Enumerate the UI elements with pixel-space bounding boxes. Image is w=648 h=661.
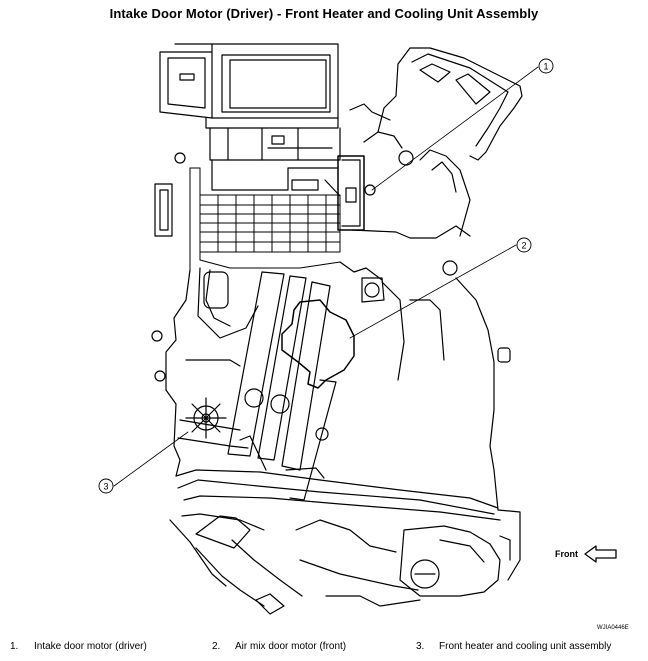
callout-2-number: 2 bbox=[521, 241, 526, 251]
callout-leaders bbox=[113, 66, 539, 487]
legend-number: 1. bbox=[10, 641, 19, 652]
legend-text: Air mix door motor (front) bbox=[235, 641, 347, 652]
lower-section bbox=[169, 469, 511, 615]
left-housing bbox=[151, 267, 259, 477]
front-direction-label: Front bbox=[555, 549, 578, 559]
legend-number: 2. bbox=[212, 641, 221, 652]
callout-3: 3 bbox=[98, 478, 114, 494]
legend: 1. Intake door motor (driver) 2. Air mix… bbox=[0, 641, 648, 655]
air-mix-door-motor bbox=[281, 299, 355, 389]
legend-text: Intake door motor (driver) bbox=[34, 641, 147, 652]
core-grid bbox=[189, 167, 341, 271]
left-arrow-icon bbox=[584, 545, 617, 563]
upper-box bbox=[159, 43, 341, 197]
right-housing bbox=[339, 225, 521, 581]
mix-door-linkage bbox=[227, 271, 337, 501]
diagram-title: Intake Door Motor (Driver) - Front Heate… bbox=[109, 6, 539, 21]
legend-item-2: 2. Air mix door motor (front) bbox=[212, 641, 346, 652]
callout-1-number: 1 bbox=[543, 62, 548, 72]
legend-item-1: 1. Intake door motor (driver) bbox=[10, 641, 147, 652]
intake-door-motor bbox=[337, 150, 414, 231]
reference-code: WJIA0446E bbox=[597, 625, 629, 631]
left-bracket bbox=[154, 152, 186, 237]
callout-1: 1 bbox=[538, 58, 554, 74]
legend-item-3: 3. Front heater and cooling unit assembl… bbox=[416, 641, 611, 652]
upper-right-duct bbox=[349, 47, 523, 237]
legend-number: 3. bbox=[416, 641, 425, 652]
pivot-bracket bbox=[361, 277, 385, 303]
fan-wheel bbox=[185, 397, 227, 439]
callout-3-number: 3 bbox=[103, 482, 108, 492]
legend-text: Front heater and cooling unit assembly bbox=[439, 641, 612, 652]
callout-2: 2 bbox=[516, 237, 532, 253]
